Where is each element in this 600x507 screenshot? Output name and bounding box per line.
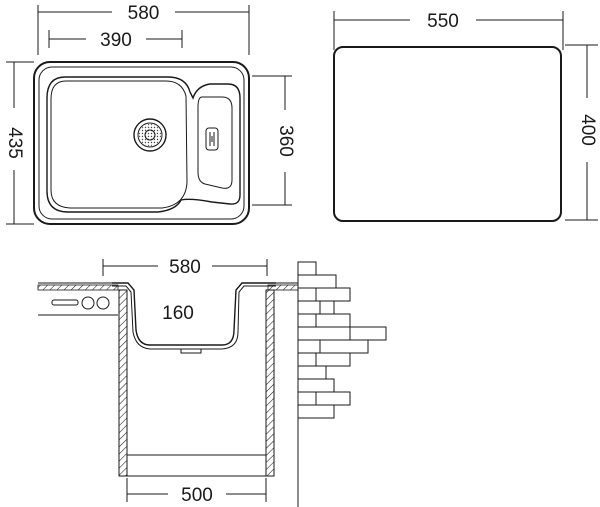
dim-bowl-depth: 360 [252,75,296,206]
dim-overall-width: 580 [37,3,250,55]
top-view: 580 390 435 360 [4,3,296,225]
drainer-drain-icon [205,127,219,151]
section-view: 580 160 [37,257,387,507]
dim-cutout-width-label: 550 [427,11,459,32]
dim-cabinet-width: 500 [126,478,267,506]
dim-bowl-depth-label: 360 [275,125,296,157]
dim-section-width-label: 580 [169,257,201,278]
dim-section-width: 580 [102,257,268,278]
dim-bowl-height-label: 160 [162,303,194,324]
drain-outlet [180,348,202,354]
knob-icon [96,296,110,310]
dim-cutout-depth: 400 [565,44,598,221]
drawer-handle [51,299,79,306]
countertop [37,282,299,316]
cutout-outline [333,46,562,222]
knob-icon [81,296,95,310]
cabinet [118,289,275,477]
cutout-view: 550 400 [333,11,598,222]
dim-overall-depth-label: 435 [4,127,25,159]
brick-wall [297,261,387,507]
sink-profile: 160 [112,282,276,354]
bowl-drain-icon [133,118,167,152]
dim-overall-width-label: 580 [128,3,160,24]
dim-cutout-width: 550 [333,11,564,50]
dim-cabinet-width-label: 500 [181,485,213,506]
dim-bowl-width-label: 390 [100,30,132,51]
dim-bowl-width: 390 [48,30,183,51]
sink-outline [33,61,250,225]
dim-overall-depth: 435 [4,61,34,225]
dim-cutout-depth-label: 400 [577,114,598,146]
